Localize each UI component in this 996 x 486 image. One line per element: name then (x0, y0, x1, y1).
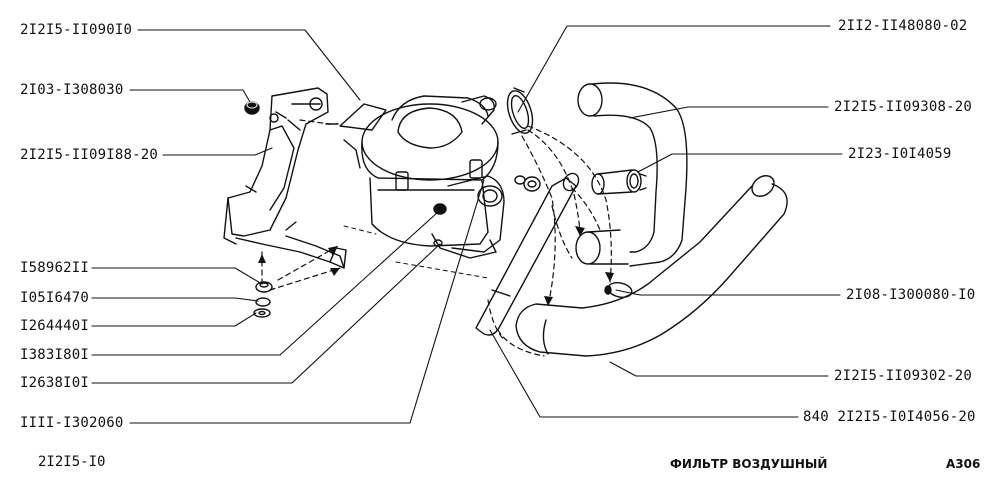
leader-rubber-bush (129, 89, 251, 103)
part-number-label: 2I08-I300080-I0 (846, 287, 976, 303)
part-number-label: I2638I0I (20, 375, 90, 391)
part-number-label: I58962II (20, 260, 90, 276)
leader-clamp-bolt (129, 179, 485, 424)
base-plane (343, 225, 489, 279)
part-number-label: I383I80I (20, 347, 90, 363)
leader-washer-2 (91, 243, 441, 384)
leader-short-hose (489, 329, 799, 418)
leader-air-filter-body (137, 29, 361, 101)
short-hose (475, 172, 580, 336)
leader-hose-elbow (629, 106, 829, 119)
fastener-stack (253, 281, 273, 318)
connector-pipe (591, 169, 647, 195)
air-filter-housing (325, 95, 505, 259)
mounting-bracket (223, 87, 347, 269)
leader-connector (637, 153, 843, 173)
small-hose-clamp (604, 282, 633, 298)
leader-lines (91, 25, 843, 424)
plug (514, 175, 541, 192)
leader-clamp-large (517, 25, 831, 113)
part-number-label: 840 2I2I5-I0I4056-20 (803, 409, 976, 425)
leader-bolt (91, 211, 439, 356)
part-number-label: I05I6470 (20, 290, 90, 306)
sheet-number: A306 (946, 457, 981, 471)
leader-intake-hose (609, 361, 829, 377)
part-number-label: I264440I (20, 318, 90, 334)
diagram-title: ФИЛЬТР ВОЗДУШНЫЙ (670, 457, 828, 471)
part-number-label: 2I23-I0I4059 (848, 146, 952, 162)
part-number-label: 2I2I5-II090I0 (20, 22, 133, 38)
elbow-hose (575, 82, 688, 267)
intake-hose (515, 175, 788, 357)
assembly-code: 2I2I5-I0 (38, 454, 106, 470)
leader-flat-washer (91, 312, 257, 327)
leader-bracket (162, 147, 273, 156)
part-number-label: 2I2I5-II09308-20 (834, 99, 973, 115)
part-number-label: 2I2I5-II09I88-20 (20, 147, 159, 163)
part-number-label: 2I2I5-II09302-20 (834, 368, 973, 384)
part-number-label: 2I03-I308030 (20, 82, 124, 98)
part-number-label: 2II2-II48080-02 (838, 18, 968, 34)
large-hose-clamp (506, 87, 534, 135)
leader-clamp-small (615, 289, 841, 296)
leader-nut (91, 267, 263, 285)
hose-dashed-paths (487, 125, 612, 357)
part-number-label: IIII-I302060 (20, 415, 124, 431)
leader-spring-washer (91, 297, 259, 302)
arrow-heads (258, 226, 614, 306)
